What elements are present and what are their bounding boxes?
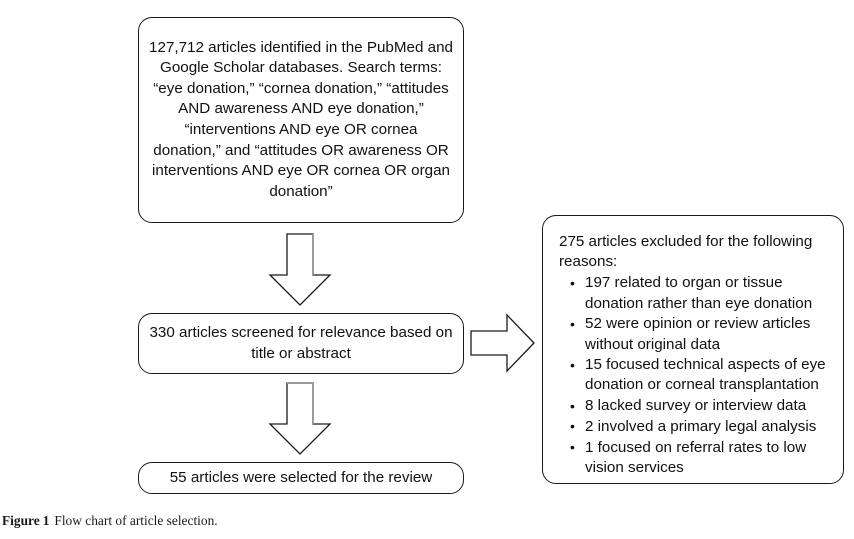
list-item: 2 involved a primary legal analysis [570,416,829,437]
list-item: 15 focused technical aspects of eye dona… [570,355,829,395]
list-item: 197 related to organ or tissue donation … [570,273,829,313]
flow-node-screened-text: 330 articles screened for relevance base… [149,323,453,362]
flow-node-identification: 127,712 articles identified in the PubMe… [138,17,464,223]
figure-caption-text: Flow chart of article selection. [54,513,218,528]
flow-node-screened: 330 articles screened for relevance base… [138,313,464,374]
flow-node-identification-text: 127,712 articles identified in the PubMe… [149,38,453,200]
right-arrow-shape [470,313,535,373]
flow-node-included-text: 55 articles were selected for the review [169,468,433,486]
down-arrow-screened-to-included [268,382,332,456]
list-item: 52 were opinion or review articles witho… [570,314,829,354]
right-arrow-screened-to-excluded [470,313,536,374]
flow-node-excluded-lead: 275 articles excluded for the following … [559,233,813,271]
down-arrow-identification-to-screened [268,233,332,307]
flow-node-excluded-reason-list: 197 related to organ or tissue donation … [559,273,829,478]
flow-node-excluded: 275 articles excluded for the following … [542,215,844,484]
figure-caption-label: Figure [2,513,40,528]
figure-caption-number: 1 [42,513,50,528]
flow-node-included: 55 articles were selected for the review [138,462,464,494]
list-item: 1 focused on referral rates to low visio… [570,437,829,478]
list-item: 8 lacked survey or interview data [570,396,829,416]
down-arrow-shape [268,233,332,306]
down-arrow-shape [268,382,332,455]
